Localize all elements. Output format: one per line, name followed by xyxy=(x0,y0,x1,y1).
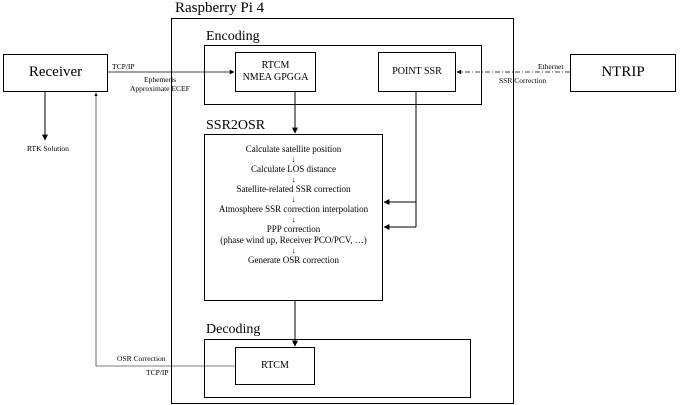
ethernet-label: Ethernet xyxy=(538,62,564,71)
decoding-title: Decoding xyxy=(206,322,261,337)
raspberry-pi-title: Raspberry Pi 4 xyxy=(175,0,265,16)
encoding-title: Encoding xyxy=(206,29,260,44)
decoding-rtcm-box: RTCM xyxy=(235,347,315,385)
down-arrow-icon: ↓ xyxy=(291,175,296,184)
ssr-correction-label: SSR Correction xyxy=(499,76,547,85)
ntrip-label: NTRIP xyxy=(601,64,645,80)
osr-correction-label: OSR Correction xyxy=(117,354,166,363)
step-ppp-correction: PPP correction xyxy=(266,224,321,234)
receiver-label: Receiver xyxy=(28,64,83,80)
ntrip-box: NTRIP xyxy=(570,54,676,92)
approx-ecef-label: Approximate ECEF xyxy=(130,84,190,93)
tcpip-top-label: TCP/IP xyxy=(112,62,135,71)
down-arrow-icon: ↓ xyxy=(291,195,296,204)
point-ssr-label: POINT SSR xyxy=(392,66,442,77)
ssr2osr-steps: Calculate satellite position ↓ Calculate… xyxy=(204,144,383,266)
down-arrow-icon: ↓ xyxy=(291,215,296,224)
down-arrow-icon: ↓ xyxy=(291,155,296,164)
decoding-rtcm-label: RTCM xyxy=(261,360,289,371)
ephemeris-label: Ephemeris xyxy=(144,75,177,84)
step-ppp-correction-detail: (phase wind up, Receiver PCO/PCV, …) xyxy=(220,235,367,245)
nmea-gpgga-label: NMEA GPGGA xyxy=(242,72,309,83)
rtcm-nmea-box: RTCM NMEA GPGGA xyxy=(235,52,316,92)
down-arrow-icon: ↓ xyxy=(291,246,296,255)
rtk-solution-label: RTK Solution xyxy=(27,144,69,153)
point-ssr-box: POINT SSR xyxy=(378,52,456,92)
receiver-box: Receiver xyxy=(3,54,108,92)
step-los-distance: Calculate LOS distance xyxy=(251,164,336,174)
step-generate-osr: Generate OSR correction xyxy=(248,255,339,265)
ssr2osr-title: SSR2OSR xyxy=(206,118,266,133)
rtcm-label: RTCM xyxy=(261,60,290,71)
step-satellite-position: Calculate satellite position xyxy=(245,144,342,154)
tcpip-bottom-label: TCP/IP xyxy=(146,368,169,377)
step-satellite-ssr-correction: Satellite-related SSR correction xyxy=(236,184,351,194)
step-atmosphere-ssr-interpolation: Atmosphere SSR correction interpolation xyxy=(218,204,369,214)
